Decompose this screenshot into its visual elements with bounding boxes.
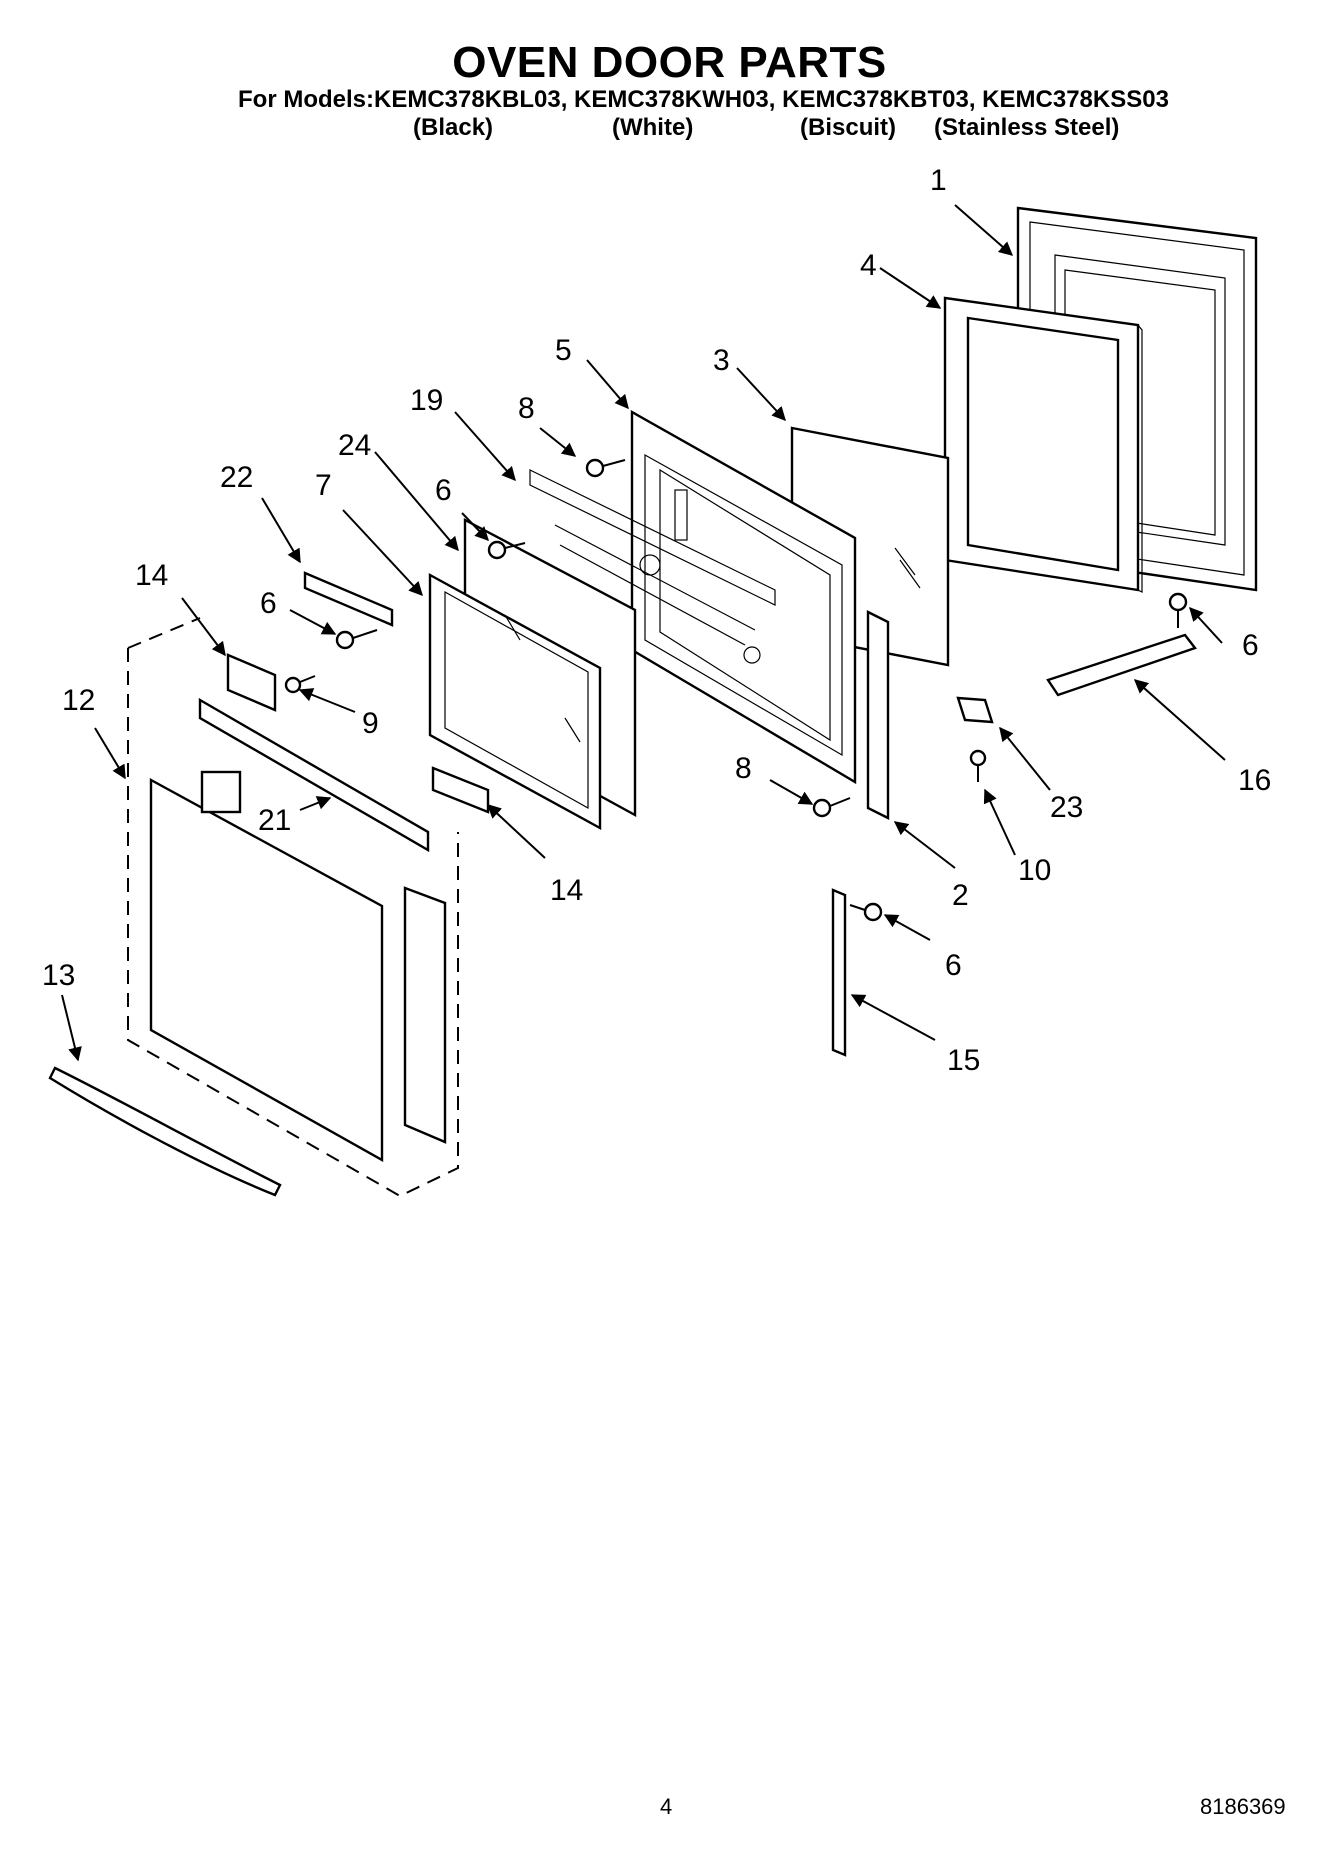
callout-13: 13: [42, 959, 75, 992]
part-4-door-frame: [943, 296, 1143, 593]
leader-13: [61, 994, 82, 1062]
leader-6-middle: [883, 914, 931, 941]
callout-19: 19: [410, 384, 443, 417]
callout-6-right: 6: [1242, 629, 1259, 662]
part-12-outer-door: [127, 617, 459, 1198]
callout-14-upper: 14: [135, 559, 168, 592]
part-2-side-rail: [866, 610, 890, 820]
callout-8-lower: 8: [735, 752, 752, 785]
leader-8-lower: [769, 779, 814, 805]
callout-6-middle: 6: [945, 949, 962, 982]
leader-6-upper: [461, 512, 489, 542]
leader-22: [261, 497, 301, 564]
leader-9: [298, 688, 356, 713]
leader-21: [299, 796, 332, 811]
screw-part-6-middle: [849, 902, 883, 922]
leader-3: [736, 367, 786, 422]
screw-part-10: [969, 749, 987, 782]
part-13-handle: [48, 1066, 282, 1197]
callout-2: 2: [952, 879, 969, 912]
page-title: OVEN DOOR PARTS: [452, 38, 887, 87]
screw-part-6-right: [1168, 592, 1188, 628]
leader-1: [954, 204, 1014, 256]
leader-14-lower: [486, 804, 546, 859]
callout-23: 23: [1050, 791, 1083, 824]
leader-15: [850, 994, 936, 1041]
leader-24: [374, 451, 459, 552]
screw-part-6-upper: [487, 540, 526, 560]
part-14-hinge-lower: [431, 766, 490, 814]
callout-1: 1: [930, 164, 947, 197]
screw-part-8-upper: [585, 458, 626, 478]
callout-5: 5: [555, 334, 572, 367]
part-19-insulation: [529, 469, 776, 646]
callout-14-lower: 14: [550, 874, 583, 907]
callout-9: 9: [362, 707, 379, 740]
models-line: For Models:KEMC378KBL03, KEMC378KWH03, K…: [238, 86, 1169, 113]
leader-7: [342, 509, 423, 597]
leader-4: [879, 267, 942, 309]
callout-6-upper: 6: [435, 474, 452, 507]
leader-5: [586, 359, 629, 410]
callout-7: 7: [315, 469, 332, 502]
callout-22: 22: [220, 461, 253, 494]
callout-3: 3: [713, 344, 730, 377]
part-16-bracket: [1046, 633, 1197, 697]
callout-8-upper: 8: [518, 392, 535, 425]
callout-4: 4: [860, 249, 877, 282]
leader-23: [999, 726, 1051, 791]
part-5-inner-liner: [630, 409, 857, 785]
callout-10: 10: [1018, 854, 1051, 887]
leader-6-right: [1189, 606, 1223, 644]
leader-14-upper: [181, 597, 226, 657]
leader-19: [454, 411, 516, 482]
callout-16: 16: [1238, 764, 1271, 797]
leader-2: [893, 821, 956, 869]
part-22-bracket: [303, 571, 394, 627]
document-number: 8186369: [1200, 1794, 1286, 1819]
leader-8-upper: [539, 427, 577, 457]
callout-24: 24: [338, 429, 371, 462]
callout-6-left: 6: [260, 587, 277, 620]
leader-10: [983, 788, 1016, 856]
leader-16: [1133, 679, 1226, 761]
part-21-strip: [198, 697, 430, 853]
screw-part-8-lower: [812, 797, 851, 818]
finish-biscuit: (Biscuit): [800, 114, 896, 141]
finish-stainless-steel: (Stainless Steel): [934, 114, 1120, 141]
part-15-side-rail: [831, 888, 847, 1057]
finish-white: (White): [612, 114, 694, 141]
page-number: 4: [660, 1794, 673, 1819]
leader-12: [94, 727, 126, 780]
screw-part-9: [284, 675, 316, 694]
part-23-clip: [956, 696, 994, 724]
callout-21: 21: [258, 804, 291, 837]
leader-6-left: [289, 609, 337, 635]
callout-15: 15: [947, 1044, 980, 1077]
finish-black: (Black): [413, 114, 494, 141]
screw-part-6-left: [335, 629, 378, 650]
part-7-glass: [428, 572, 602, 831]
callout-12: 12: [62, 684, 95, 717]
part-14-hinge-upper: [226, 653, 277, 712]
